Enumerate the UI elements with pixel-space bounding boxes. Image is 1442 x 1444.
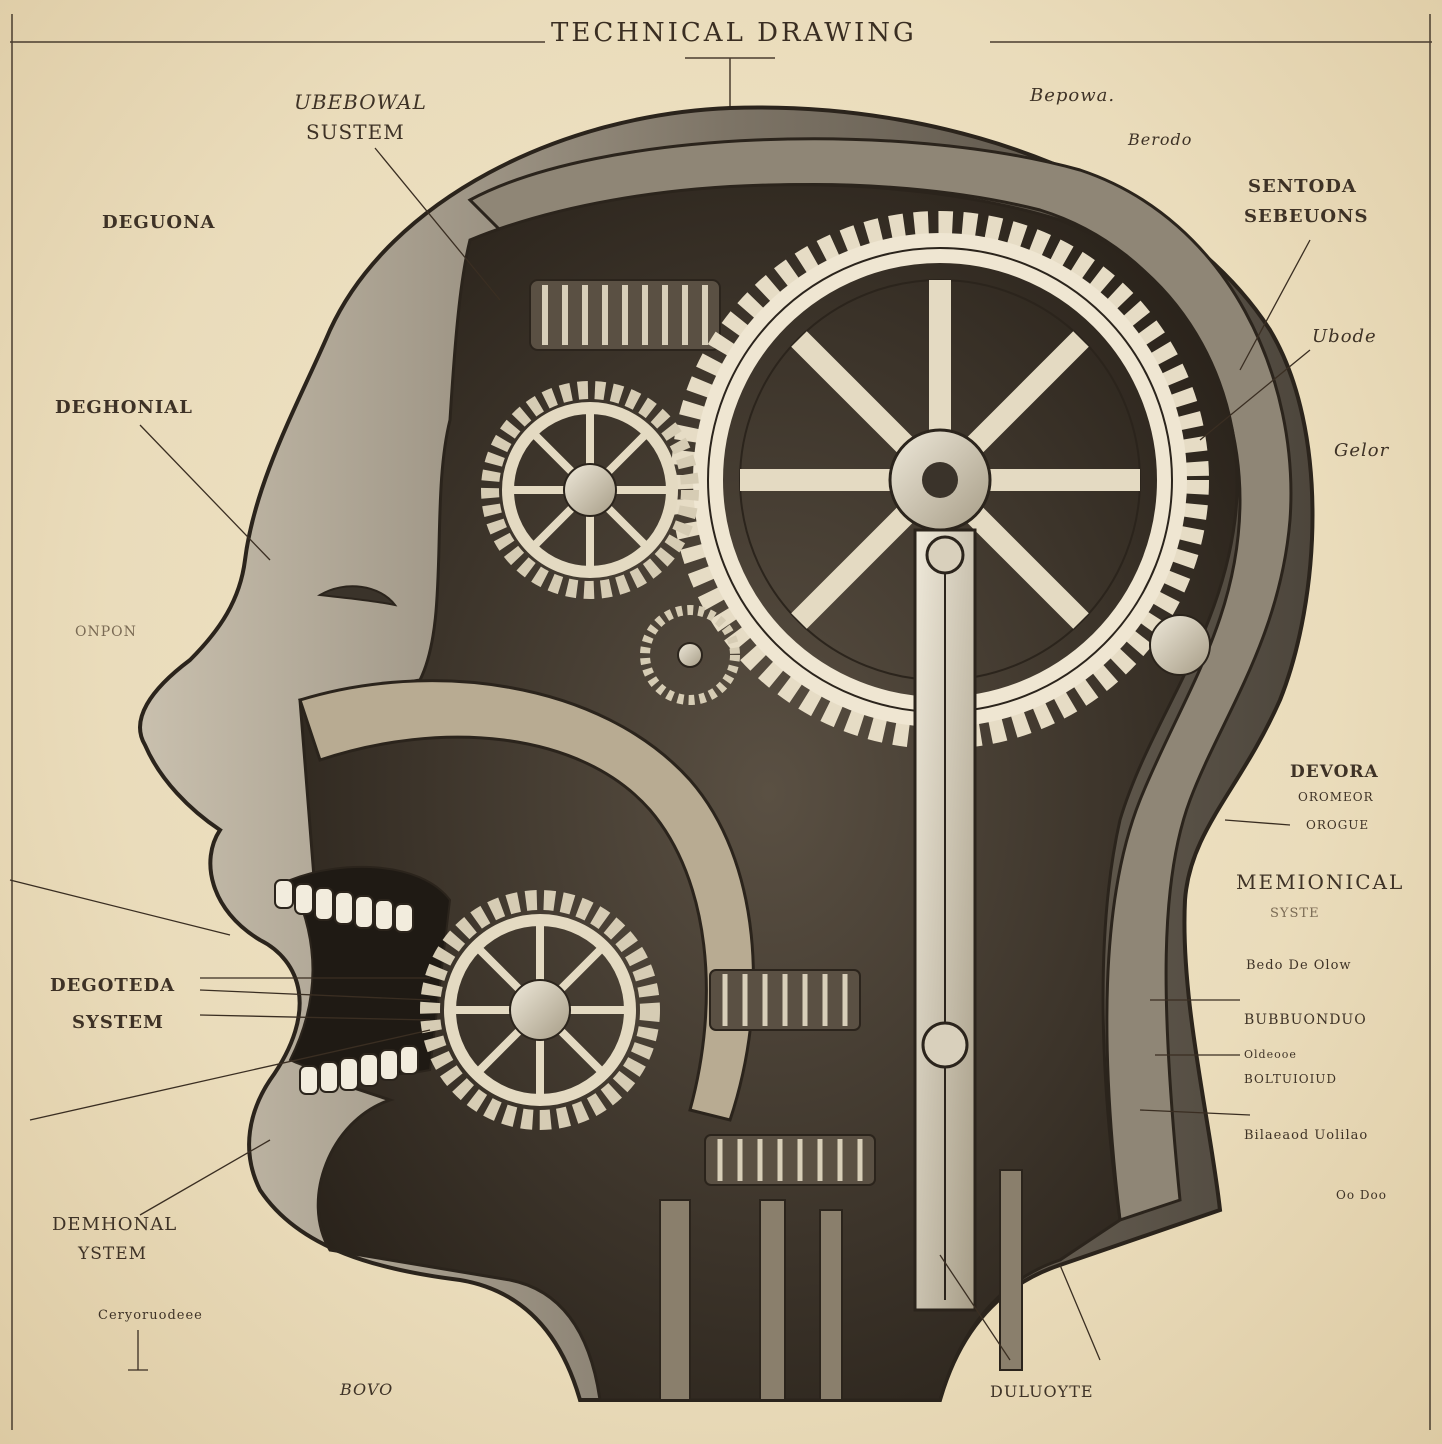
coil-spring-top <box>529 279 721 351</box>
label-right-4b: OROMEOR <box>1298 790 1374 804</box>
label-left-4a: DEGOTEDA <box>50 975 176 996</box>
leader-lines <box>9 147 1311 1371</box>
label-left-5b: YSTEM <box>78 1244 148 1264</box>
label-left-3: ONPON <box>75 624 137 640</box>
label-top-right-2: Berodo <box>1128 130 1193 149</box>
vertical-piston <box>913 528 977 1312</box>
label-bottom-2: DULUOYTE <box>990 1382 1094 1401</box>
label-left-4b: SYSTEM <box>72 1012 164 1033</box>
closed-eye <box>316 585 398 607</box>
tiny-gear <box>640 605 740 705</box>
jaw-arch <box>298 679 755 1122</box>
lower-teeth <box>299 1045 419 1095</box>
horizontal-coil-upper <box>709 969 861 1031</box>
label-left-1: DEGUONA <box>102 212 216 233</box>
ball-joint <box>1149 614 1211 676</box>
neck-tubes <box>659 1169 1023 1401</box>
label-top-left-1: UBEBOWAL <box>294 90 427 114</box>
label-bottom-1: BOVO <box>340 1380 394 1399</box>
label-right-11: Oo Doo <box>1336 1188 1387 1202</box>
label-top-right-1: Bepowa. <box>1030 85 1116 106</box>
label-left-2: DEGHONIAL <box>55 397 193 418</box>
label-right-1a: SENTODA <box>1248 176 1357 197</box>
upper-small-gear <box>481 381 699 599</box>
label-right-5b: SYSTE <box>1270 906 1320 921</box>
upper-teeth <box>274 879 414 933</box>
label-top-left-2: SUSTEM <box>306 120 405 144</box>
label-right-10: Bilaeaod Uolilao <box>1244 1128 1369 1143</box>
label-right-4a: DEVORA <box>1290 762 1379 782</box>
label-right-1b: SEBEUONS <box>1244 206 1369 227</box>
drawing-title: TECHNICAL DRAWING <box>551 18 917 48</box>
label-right-3: Gelor <box>1334 440 1390 461</box>
jaw-gear <box>420 890 660 1130</box>
label-left-6: Ceryoruodeee <box>98 1308 203 1323</box>
label-right-2: Ubode <box>1312 326 1377 347</box>
label-right-5a: MEMIONICAL <box>1236 870 1405 894</box>
label-right-8: Oldeooe <box>1244 1048 1297 1061</box>
label-right-7: BUBBUONDUO <box>1244 1012 1367 1028</box>
label-right-6: Bedo De Olow <box>1246 958 1352 973</box>
label-left-5a: DEMHONAL <box>52 1214 178 1235</box>
label-right-9: BOLTUIOIUD <box>1244 1072 1338 1086</box>
frame-lines <box>10 14 1432 1430</box>
label-right-4c: OROGUE <box>1306 818 1370 832</box>
horizontal-coil-lower <box>704 1134 876 1186</box>
